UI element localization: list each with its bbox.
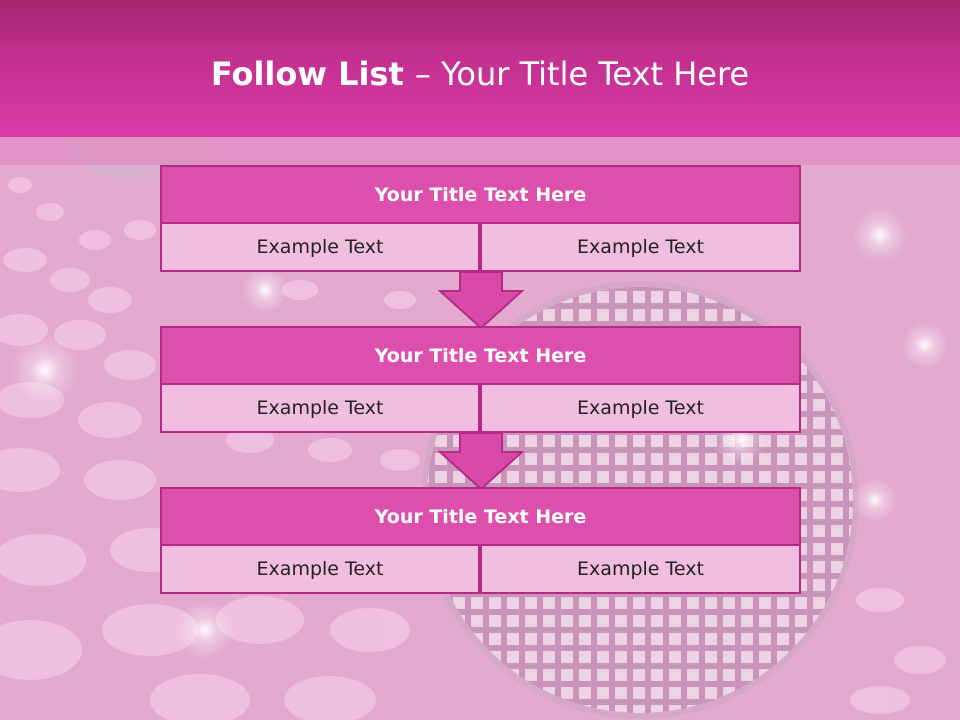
row-cell-right: Example Text <box>480 544 801 594</box>
row-cell-left: Example Text <box>160 544 480 594</box>
slide-title: Follow List – Your Title Text Here <box>0 55 960 93</box>
row-cell-right: Example Text <box>480 222 801 272</box>
header-bar <box>0 0 960 137</box>
down-arrow-icon <box>438 432 524 490</box>
header-band <box>0 137 960 165</box>
title-dash: – <box>414 55 442 93</box>
row-cell-left: Example Text <box>160 383 480 433</box>
row-cell-right: Example Text <box>480 383 801 433</box>
row-cell-left: Example Text <box>160 222 480 272</box>
row-title: Your Title Text Here <box>160 487 801 546</box>
row-title: Your Title Text Here <box>160 165 801 224</box>
down-arrow-icon <box>438 271 524 329</box>
title-bold: Follow List <box>210 55 415 93</box>
row-title: Your Title Text Here <box>160 326 801 385</box>
title-rest: Your Title Text Here <box>441 55 750 93</box>
